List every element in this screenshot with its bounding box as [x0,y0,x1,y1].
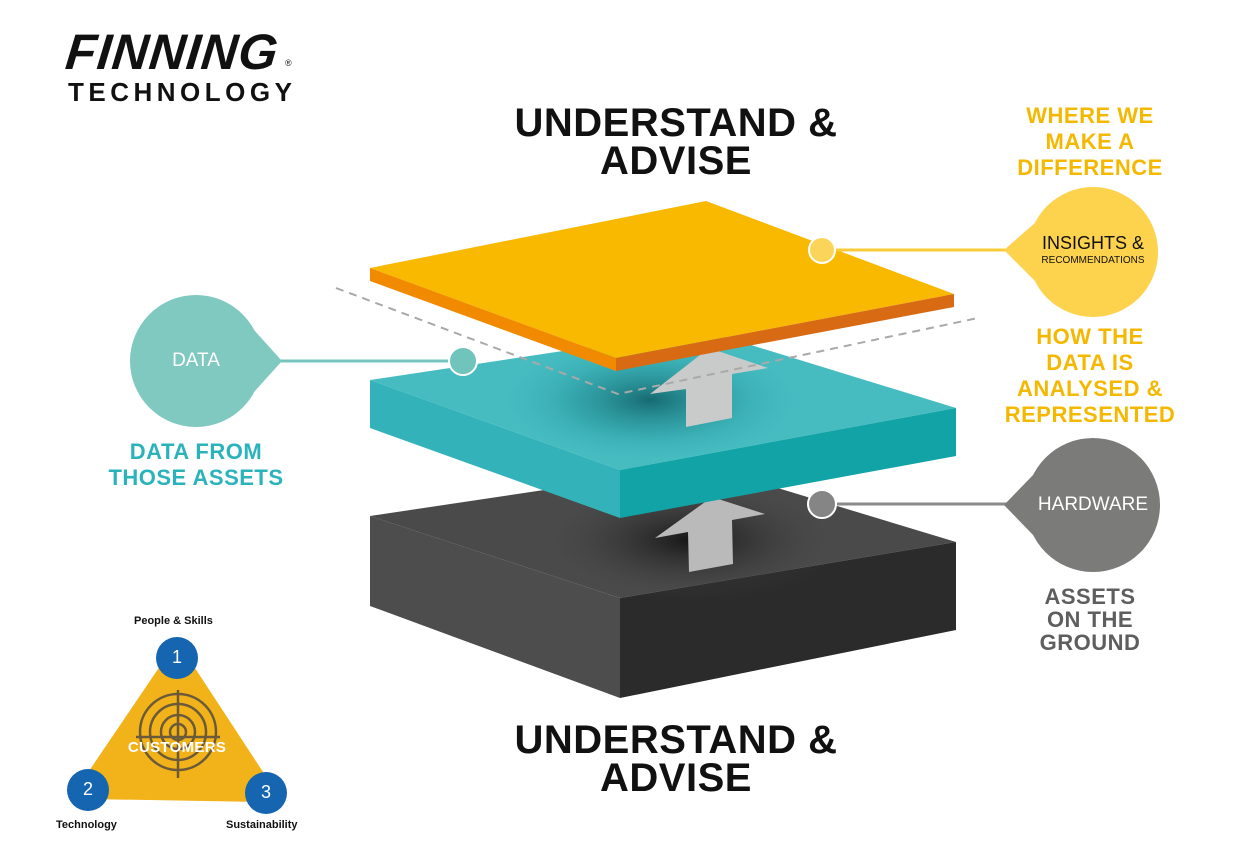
registered-mark: ® [285,58,292,68]
brand-subtitle: TECHNOLOGY [68,77,297,107]
node-2-label: Technology [56,819,117,831]
analysed-caption-line: REPRESENTED [1004,402,1176,427]
top-title-line-1: UNDERSTAND & [514,101,838,145]
data-side-face [620,408,956,518]
difference-caption-line: DIFFERENCE [1017,155,1163,180]
assets-caption-line: ASSETS [1044,584,1136,609]
node-1-circle [156,637,198,679]
data-from-caption-line: DATA FROM [129,439,263,464]
hardware-front-face [370,516,620,698]
analysed-caption-line: HOW THE [1036,324,1144,349]
data-front-face [370,380,620,518]
data-bubble [130,295,282,427]
analysed-caption-line: DATA IS [1046,350,1134,375]
bottom-title-line-2: ADVISE [600,756,752,800]
insights-front-face [370,268,616,371]
insights-bubble [1004,187,1158,317]
node-1-number: 1 [171,647,182,667]
insights-side-face [616,294,954,371]
top-title-line-2: ADVISE [600,139,752,183]
dashed-guide-line [335,287,979,396]
node-3-label: Sustainability [226,819,298,831]
target-icon [136,690,220,778]
analysed-caption-line: ANALYSED & [1017,376,1163,401]
node-2-number: 2 [82,779,93,799]
hardware-bubble-label: HARDWARE [1037,494,1149,515]
customers-label: CUSTOMERS [127,739,227,756]
data-layer [370,330,956,518]
assets-caption: ASSETS ON THE GROUND [990,585,1190,654]
hardware-bubble [1004,438,1160,572]
upward-arrow-lower [655,497,765,572]
data-from-caption-line: THOSE ASSETS [108,465,284,490]
assets-caption-line: ON THE [1046,607,1134,632]
insights-label: INSIGHTS & [1041,233,1144,253]
insights-bubble-text: INSIGHTS & RECOMMENDATIONS [1028,232,1158,268]
top-title: UNDERSTAND & ADVISE [466,101,886,183]
hardware-connector [807,489,1010,519]
analysed-caption: HOW THE DATA IS ANALYSED & REPRESENTED [990,324,1190,428]
data-bubble-label: DATA [172,350,220,371]
insights-layer [370,201,954,371]
brand-logo: FINNING [63,24,282,80]
node-3-number: 3 [260,782,271,802]
hardware-side-face [620,542,956,698]
insights-connector [808,236,1010,264]
node-2-circle [67,769,109,811]
data-from-caption: DATA FROM THOSE ASSETS [96,439,296,491]
difference-caption: WHERE WE MAKE A DIFFERENCE [990,103,1190,181]
data-connector [275,346,478,376]
recommendations-label: RECOMMENDATIONS [1041,255,1145,266]
node-1-label: People & Skills [134,615,213,627]
difference-caption-line: MAKE A [1045,129,1135,154]
bottom-title-line-1: UNDERSTAND & [514,718,838,762]
assets-caption-line: GROUND [1039,630,1141,655]
bottom-title: UNDERSTAND & ADVISE [466,718,886,800]
difference-caption-line: WHERE WE [1026,103,1154,128]
node-3-circle [245,772,287,814]
